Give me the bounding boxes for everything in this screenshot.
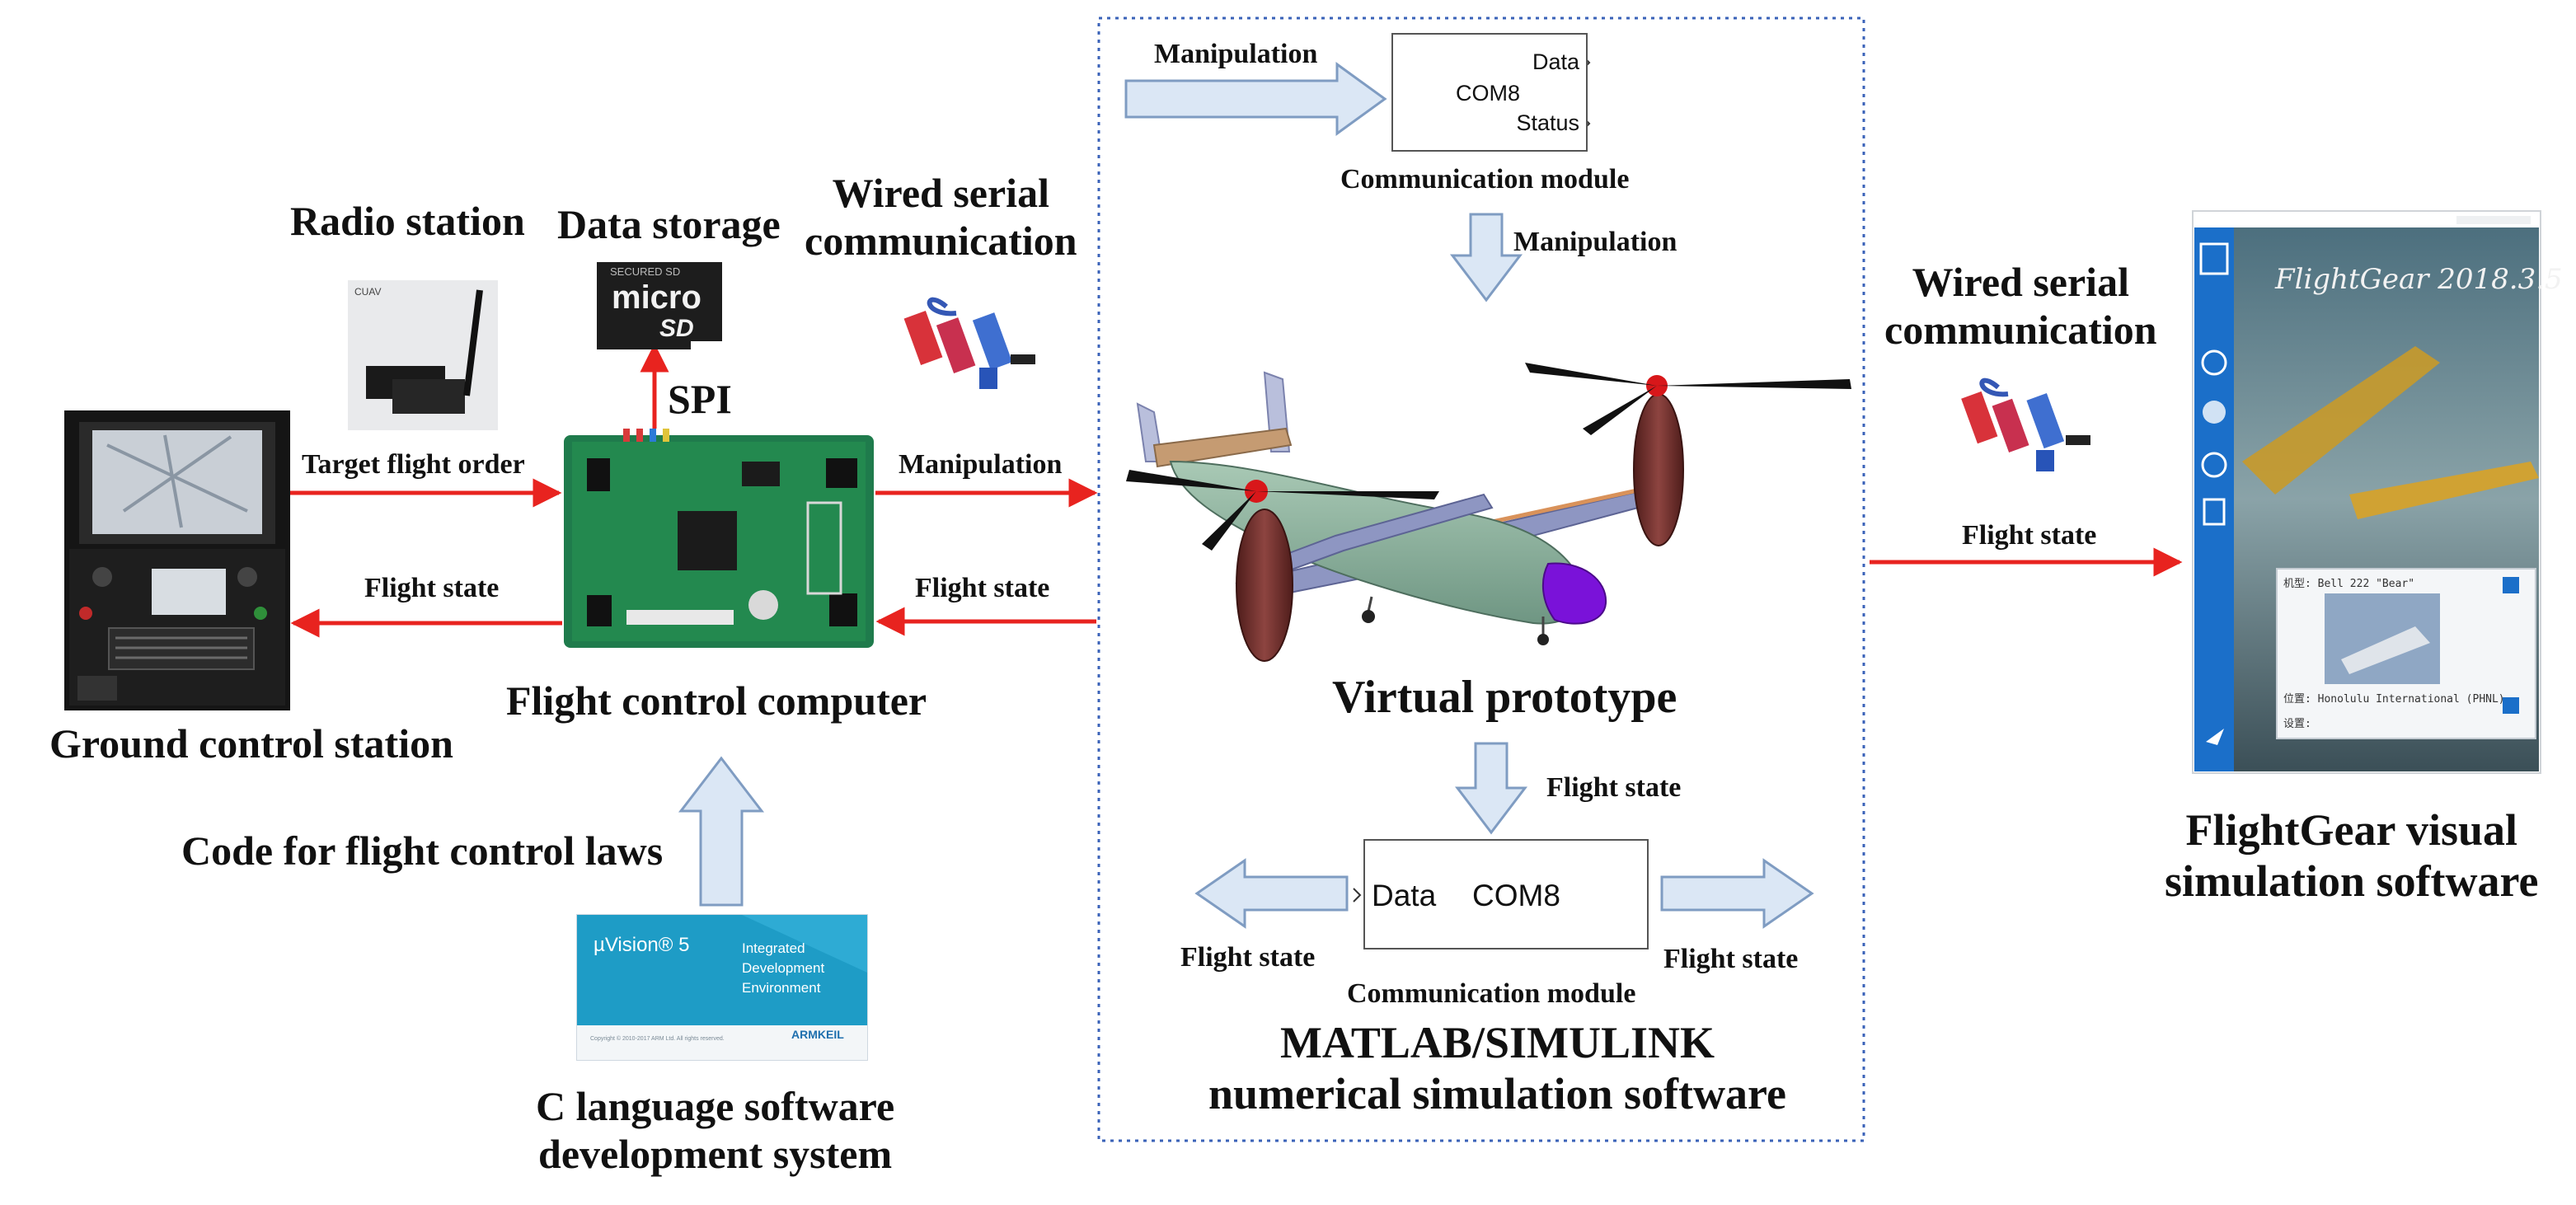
data-storage-label: Data storage	[557, 201, 781, 247]
radio-tag: CUAV	[354, 286, 381, 298]
sd-brand-top: SECURED SD	[610, 265, 680, 278]
manipulation-down-label: Manipulation	[1513, 227, 1677, 257]
wired-serial-left-line-2: communication	[805, 217, 1077, 264]
matlab-line-2: numerical simulation software	[1208, 1069, 1786, 1119]
flightgear-title: FlightGear 2018.3.5	[2274, 263, 2563, 296]
sd-brand: micro	[612, 279, 701, 316]
radio-station-image	[348, 280, 498, 430]
flight-state-down-label: Flight state	[1546, 772, 1682, 803]
uvision-splash-image	[576, 914, 868, 1061]
c-language-line-1: C language software	[536, 1083, 895, 1129]
flight-state-flightgear-label: Flight state	[1962, 520, 2097, 551]
comm-module-top-label: Communication module	[1340, 164, 1630, 195]
flight-state-left-label: Flight state	[1180, 942, 1316, 973]
code-flight-control-laws-label: Code for flight control laws	[181, 828, 664, 874]
block-arrow-manipulation-in	[1124, 62, 1387, 136]
ground-control-station-image	[64, 410, 290, 710]
matlab-frame	[1097, 16, 1865, 1142]
block-top-port-in: COM8	[1456, 81, 1521, 105]
block-top-out-status: Status	[1516, 110, 1579, 135]
block-arrow-code-up	[678, 756, 765, 907]
uvision-brand: ARMKEIL	[791, 1028, 844, 1041]
flightgear-location-line: 位置: Honolulu International (PHNL)	[2283, 693, 2505, 706]
target-flight-order-label: Target flight order	[302, 449, 525, 480]
uvision-line-2: Development	[742, 960, 824, 976]
manipulation-top-label: Manipulation	[1154, 39, 1318, 69]
wired-serial-right-line-1: Wired serial	[1912, 259, 2129, 305]
block-bottom-name: COM8	[1472, 879, 1560, 912]
block-arrow-flight-state-left	[1194, 858, 1349, 929]
block-arrow-manipulation-down	[1449, 213, 1523, 302]
flightgear-aircraft-line: 机型: Bell 222 "Bear"	[2283, 578, 2414, 590]
flightgear-settings-line: 设置:	[2283, 718, 2311, 730]
c-language-line-2: development system	[538, 1130, 893, 1177]
simulink-block-bottom[interactable]: Data COM8	[1363, 839, 1649, 949]
uvision-title: µVision® 5	[594, 934, 689, 956]
flight-state-fcc-label: Flight state	[915, 573, 1050, 603]
wired-serial-left-line-1: Wired serial	[832, 170, 1049, 216]
flightgear-software-label: FlightGear visual simulation software	[2165, 804, 2539, 907]
comm-module-bottom-label: Communication module	[1347, 978, 1636, 1009]
matlab-line-1: MATLAB/SIMULINK	[1279, 1018, 1715, 1067]
flight-control-computer-label: Flight control computer	[506, 678, 927, 724]
flight-control-computer-image	[564, 429, 874, 648]
sd-sub: SD	[659, 315, 694, 342]
block-arrow-flight-state-down	[1454, 742, 1528, 835]
block-bottom-port-in: Data	[1372, 879, 1437, 912]
manipulation-fcc-label: Manipulation	[899, 449, 1063, 480]
virtual-prototype-aircraft	[1126, 363, 1851, 662]
wired-serial-right-line-2: communication	[1884, 306, 2157, 353]
block-top-out-data: Data	[1532, 49, 1579, 74]
serial-adapter-image-right	[1961, 377, 2090, 471]
flightgear-line-1: FlightGear visual	[2185, 805, 2518, 855]
sd-card-image	[597, 262, 722, 349]
ground-control-station-label: Ground control station	[49, 720, 453, 767]
matlab-simulink-label: MATLAB/SIMULINK numerical simulation sof…	[1208, 1017, 1786, 1119]
uvision-line-1: Integrated	[742, 940, 805, 956]
simulink-block-top[interactable]: COM8 Data Status	[1391, 33, 1588, 152]
flight-state-right-label: Flight state	[1663, 944, 1799, 974]
wired-serial-right-label: Wired serial communication	[1884, 259, 2157, 354]
wired-serial-left-label: Wired serial communication	[805, 170, 1077, 265]
uvision-footer: Copyright © 2010-2017 ARM Ltd. All right…	[590, 1035, 725, 1042]
flight-state-gcs-label: Flight state	[364, 573, 500, 603]
port-in-chevron	[1353, 888, 1362, 903]
virtual-prototype-label: Virtual prototype	[1332, 672, 1677, 723]
spi-label: SPI	[668, 376, 732, 422]
block-arrow-flight-state-right	[1660, 858, 1814, 929]
flightgear-window-image	[2192, 210, 2541, 774]
uvision-line-3: Environment	[742, 980, 821, 996]
radio-station-label: Radio station	[290, 198, 525, 244]
serial-adapter-image-left	[903, 297, 1035, 389]
c-language-system-label: C language software development system	[536, 1083, 894, 1178]
flightgear-line-2: simulation software	[2165, 856, 2539, 907]
